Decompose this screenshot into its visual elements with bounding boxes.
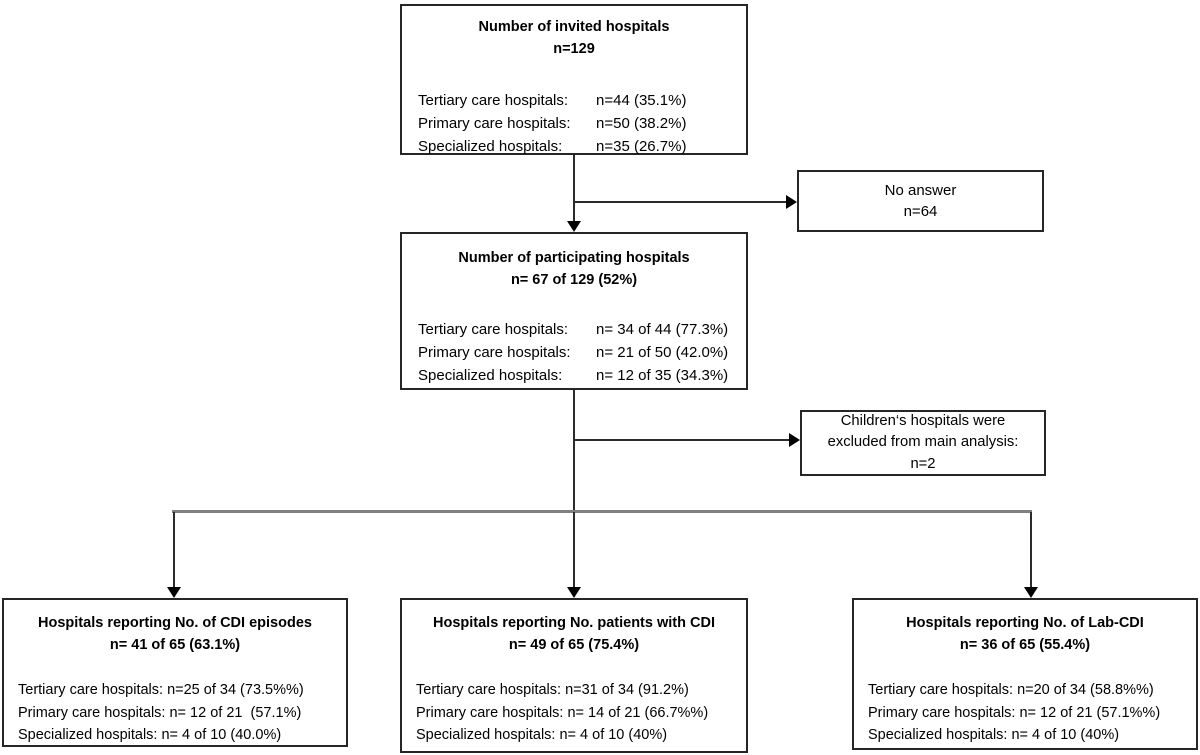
- arrowhead-down: [1024, 587, 1038, 598]
- box-title-line2: n= 49 of 65 (75.4%): [508, 637, 640, 653]
- row-value: n= 21 of 50 (42.0%): [596, 344, 729, 361]
- breakdown-lines: Tertiary care hospitals: n=20 of 34 (58.…: [868, 679, 1182, 747]
- excluded-hospitals-box: Children‘s hospitals were excluded from …: [800, 410, 1046, 476]
- row-label: Primary care hospitals:: [418, 344, 571, 361]
- box-text-line1: No answer: [884, 182, 957, 199]
- breakdown-lines: Tertiary care hospitals: n=31 of 34 (91.…: [416, 679, 732, 747]
- lab-cdi-box: Hospitals reporting No. of Lab-CDI n= 36…: [852, 598, 1198, 750]
- row-value: n= 12 of 35 (34.3%): [596, 367, 729, 384]
- split-horizontal-line: [172, 510, 1032, 513]
- connector-to-lab-cdi: [1030, 512, 1032, 588]
- box-title-line2: n= 41 of 65 (63.1%): [109, 637, 241, 653]
- box-text-line1: Children‘s hospitals were: [840, 412, 1006, 429]
- breakdown-line: Tertiary care hospitals: n=25 of 34 (73.…: [18, 682, 304, 698]
- box-title-line1: Number of participating hospitals: [458, 250, 690, 266]
- row-value: n=44 (35.1%): [596, 92, 687, 109]
- arrowhead-right: [789, 433, 800, 447]
- box-title-line2: n= 36 of 65 (55.4%): [959, 637, 1091, 653]
- box-text-line3: n=2: [910, 455, 936, 472]
- box-title-line1: Hospitals reporting No. patients with CD…: [433, 615, 715, 631]
- breakdown-line: Specialized hospitals: n= 4 of 10 (40.0%…: [18, 727, 282, 743]
- participating-hospitals-box: Number of participating hospitals n= 67 …: [400, 232, 748, 390]
- box-title-line2: n=129: [553, 41, 595, 57]
- box-text-line2: excluded from main analysis:: [827, 434, 1019, 451]
- invited-hospitals-box: Number of invited hospitals n=129 Tertia…: [400, 4, 748, 155]
- connector-to-cdi-episodes: [173, 512, 175, 588]
- breakdown-lines: Tertiary care hospitals: n=25 of 34 (73.…: [18, 679, 332, 747]
- box-title-line1: Hospitals reporting No. of Lab-CDI: [906, 615, 1144, 631]
- row-label: Tertiary care hospitals:: [418, 92, 569, 109]
- box-title-line1: Hospitals reporting No. of CDI episodes: [38, 615, 312, 631]
- row-value: n=50 (38.2%): [596, 115, 687, 132]
- box-title-line1: Number of invited hospitals: [478, 19, 670, 35]
- breakdown-line: Primary care hospitals: n= 12 of 21 (57.…: [868, 704, 1161, 721]
- breakdown-rows: Tertiary care hospitals: n= 34 of 44 (77…: [418, 318, 730, 387]
- breakdown-line: Specialized hospitals: n= 4 of 10 (40%): [416, 727, 668, 743]
- box-title-line2: n= 67 of 129 (52%): [510, 272, 638, 288]
- breakdown-line: Specialized hospitals: n= 4 of 10 (40%): [868, 727, 1120, 743]
- connector-participating-to-split: [573, 390, 575, 512]
- breakdown-line: Tertiary care hospitals: n=31 of 34 (91.…: [416, 682, 689, 698]
- breakdown-line: Primary care hospitals: n= 12 of 21 (57.…: [18, 704, 302, 721]
- breakdown-rows: Tertiary care hospitals: n=44 (35.1%) Pr…: [418, 89, 730, 158]
- arrowhead-down: [567, 221, 581, 232]
- cdi-episodes-box: Hospitals reporting No. of CDI episodes …: [2, 598, 348, 747]
- box-text-line2: n=64: [903, 203, 938, 220]
- breakdown-line: Tertiary care hospitals: n=20 of 34 (58.…: [868, 682, 1154, 698]
- row-label: Tertiary care hospitals:: [418, 321, 569, 338]
- arrowhead-down: [167, 587, 181, 598]
- row-label: Primary care hospitals:: [418, 115, 571, 132]
- row-label: Specialized hospitals:: [418, 138, 563, 155]
- breakdown-line: Primary care hospitals: n= 14 of 21 (66.…: [416, 704, 709, 721]
- row-value: n=35 (26.7%): [596, 138, 687, 155]
- connector-to-excluded: [573, 439, 790, 441]
- arrowhead-down: [567, 587, 581, 598]
- connector-to-no-answer: [573, 201, 788, 203]
- no-answer-box: No answer n=64: [797, 170, 1044, 232]
- row-label: Specialized hospitals:: [418, 367, 563, 384]
- arrowhead-right: [786, 195, 797, 209]
- row-value: n= 34 of 44 (77.3%): [596, 321, 729, 338]
- patients-with-cdi-box: Hospitals reporting No. patients with CD…: [400, 598, 748, 753]
- connector-to-patients-cdi: [573, 512, 575, 588]
- connector-invited-to-participating: [573, 155, 575, 222]
